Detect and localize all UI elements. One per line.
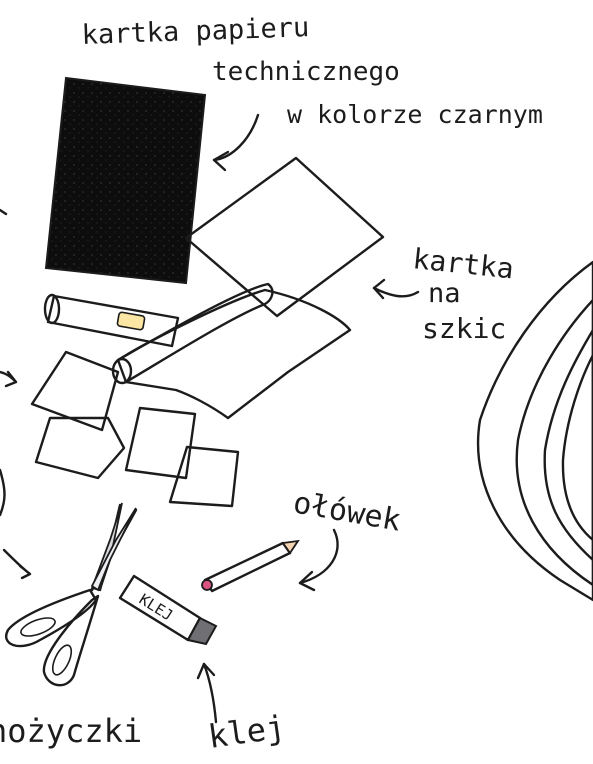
- sketch-paper: [186, 158, 383, 316]
- label-glue: klej: [206, 708, 288, 756]
- scissors-icon: [6, 503, 136, 685]
- pencil-icon: [202, 541, 298, 591]
- label-scissors: nożyczki: [0, 712, 142, 750]
- sticky-notes: [32, 352, 238, 506]
- label-sketch-paper-2: na: [428, 278, 461, 309]
- black-paper: [46, 78, 205, 283]
- pink-paper-roll: [113, 284, 350, 418]
- label-pencil: ołówek: [291, 485, 404, 538]
- label-black-paper-3: w kolorze czarnym: [287, 100, 543, 129]
- label-black-paper-1: kartka papieru: [81, 12, 310, 51]
- label-sketch-paper-3: szkic: [422, 312, 506, 345]
- label-black-paper-2: technicznego: [212, 57, 400, 87]
- label-sketch-paper-1: kartka: [411, 242, 515, 285]
